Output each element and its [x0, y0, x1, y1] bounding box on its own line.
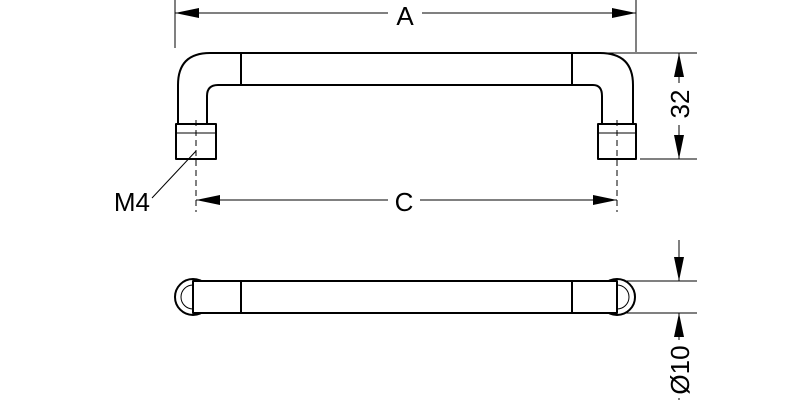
handle-plan-view	[174, 278, 636, 316]
dimension-c: C	[196, 186, 617, 217]
dimension-c-label: C	[395, 187, 414, 217]
grip-bar-plan	[240, 280, 573, 314]
handle-side-view	[175, 52, 637, 212]
dimension-height: 32	[585, 52, 697, 160]
left-leg-outer	[177, 52, 241, 124]
right-leg-inner	[572, 84, 603, 124]
grip-bar-top	[240, 52, 573, 86]
dimension-diameter-label: Ø10	[665, 345, 695, 394]
thread-callout: M4	[114, 150, 197, 217]
thread-label: M4	[114, 187, 150, 217]
dimension-height-label: 32	[665, 90, 695, 119]
dimension-a: A	[174, 0, 637, 52]
left-leg-inner	[206, 84, 241, 124]
dimension-diameter: Ø10	[625, 240, 697, 400]
dimension-a-label: A	[396, 1, 414, 31]
